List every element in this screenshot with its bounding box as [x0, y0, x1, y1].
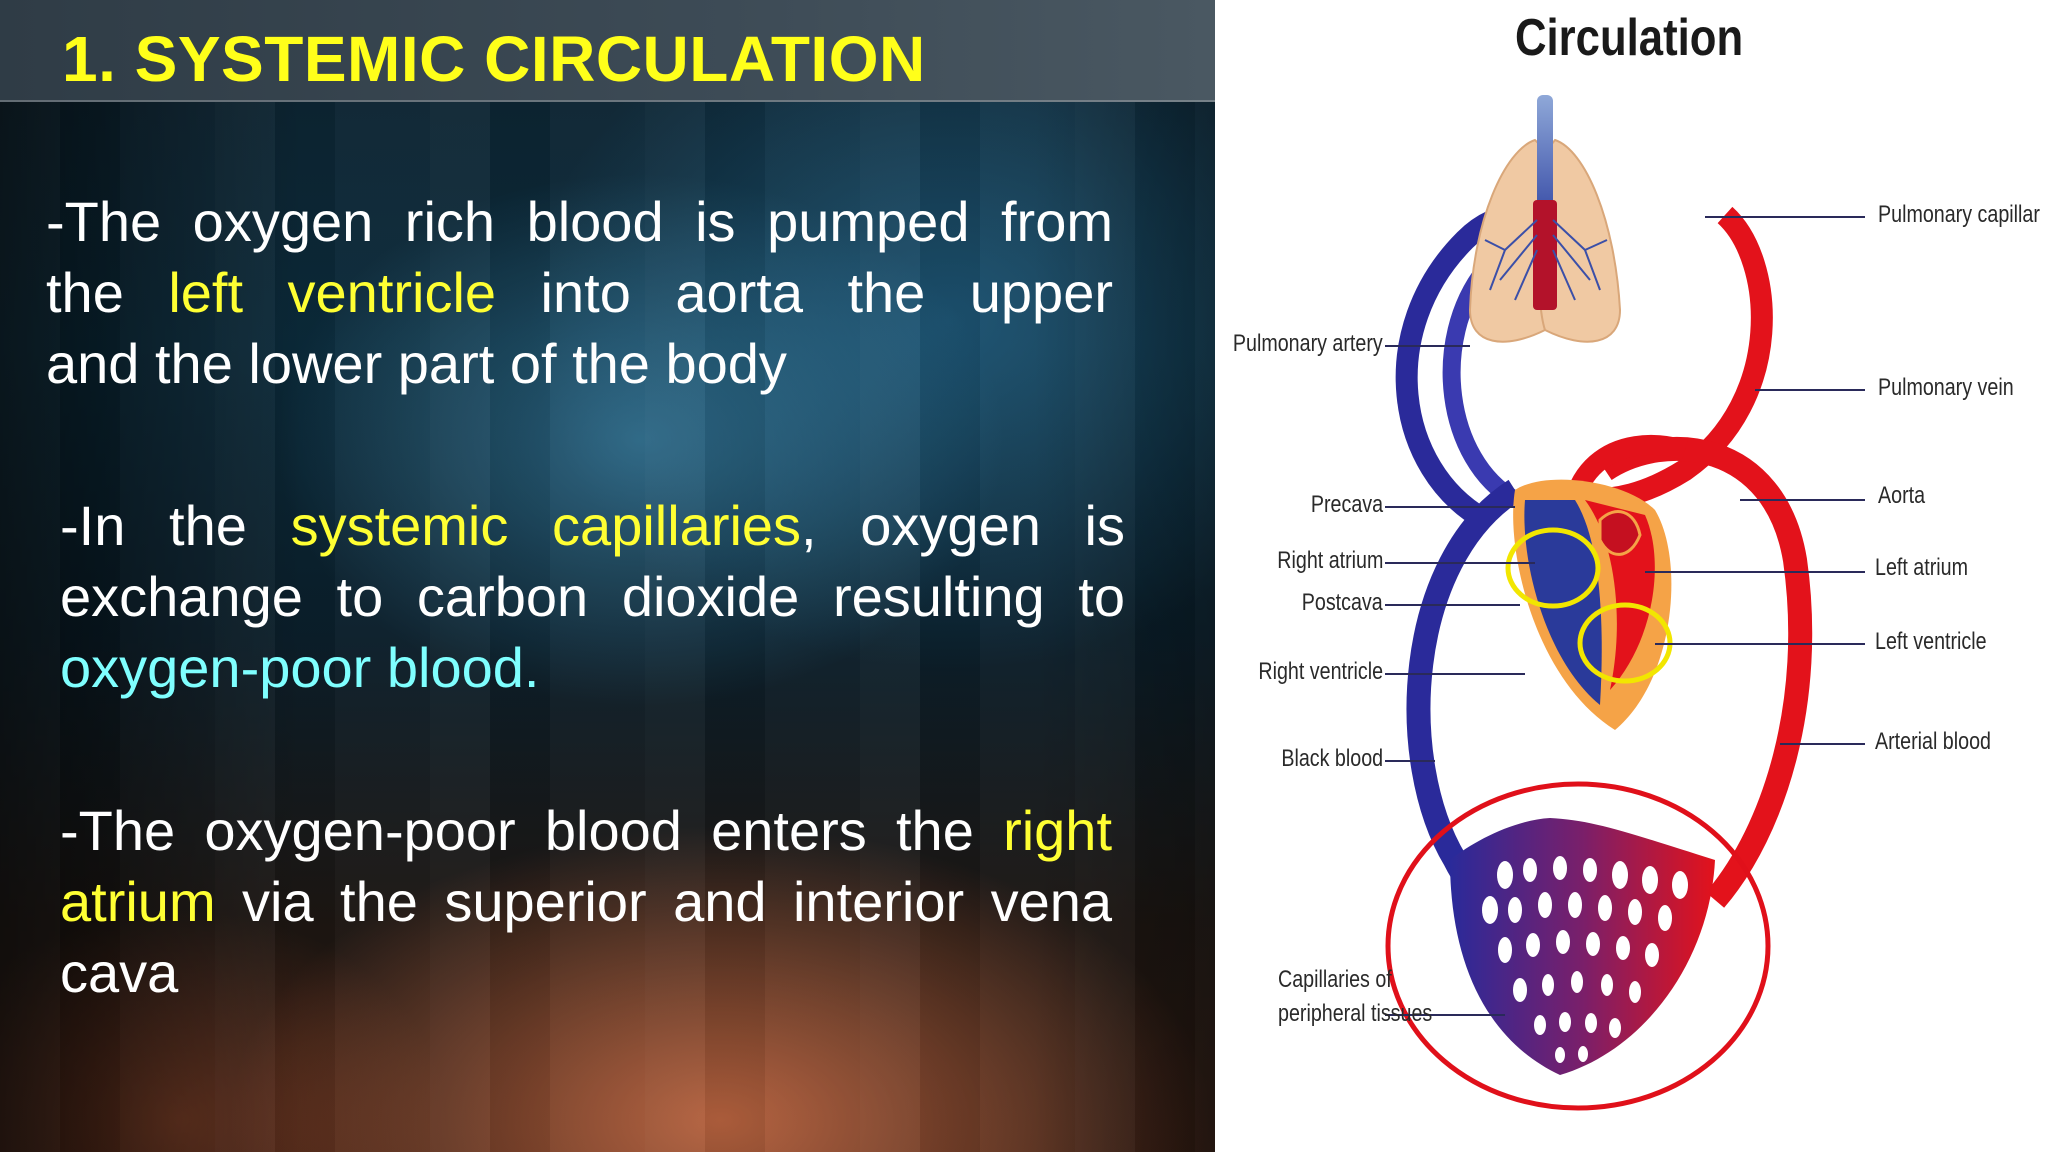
p2-line2: exchange to carbon dioxide resulting to: [60, 565, 1125, 628]
highlight-left-ventricle: left ventricle: [168, 261, 497, 324]
diagram-title: Circulation: [1515, 9, 1744, 67]
title-bar: 1. SYSTEMIC CIRCULATION: [0, 0, 1215, 102]
capillary-bed: [1450, 818, 1715, 1075]
p1-line2-text-a: the: [46, 261, 169, 324]
capillary-pores: [1482, 856, 1688, 1063]
background-vignette: [0, 0, 1215, 1152]
circulation-diagram: Circulation Pulmonary artery Precava Rig…: [1215, 0, 2048, 1152]
p2-line1-text-b: , oxygen is: [801, 494, 1125, 557]
label-left-ventricle: Left ventricle: [1875, 628, 1987, 655]
highlight-right: right: [1003, 799, 1112, 862]
label-pulmonary-vein: Pulmonary vein: [1878, 374, 2014, 401]
label-aorta: Aorta: [1878, 482, 1926, 509]
paragraph-systemic-capillaries: -In the systemic capillaries, oxygen is …: [60, 490, 1125, 703]
p3-line2: atrium via the superior and interior ven…: [60, 866, 1112, 937]
trachea: [1537, 95, 1553, 215]
paragraph-oxygen-rich: -The oxygen rich blood is pumped from th…: [46, 186, 1113, 399]
label-black-blood: Black blood: [1281, 745, 1383, 772]
label-pulmonary-capillary: Pulmonary capillar: [1878, 201, 2040, 228]
highlight-systemic-capillaries: systemic capillaries: [290, 494, 802, 557]
label-right-ventricle: Right ventricle: [1258, 658, 1383, 685]
paragraph-oxygen-poor: -The oxygen-poor blood enters the right …: [60, 795, 1112, 1008]
label-precava: Precava: [1310, 491, 1383, 518]
p1-line2-text-b: into aorta the upper: [496, 261, 1113, 324]
p2-line1-text-a: -In the: [60, 494, 291, 557]
highlight-atrium: atrium: [60, 870, 216, 933]
p3-line2-text-b: via the superior and interior vena: [215, 870, 1112, 933]
label-pulmonary-artery: Pulmonary artery: [1233, 330, 1383, 357]
bronchi: [1484, 219, 1608, 301]
p1-line1: -The oxygen rich blood is pumped from: [46, 190, 1113, 253]
label-arterial-blood: Arterial blood: [1875, 728, 1991, 755]
label-capillaries-line1: Capillaries of: [1278, 966, 1392, 993]
p1-line2: the left ventricle into aorta the upper: [46, 257, 1113, 328]
heart-left-atrium: [1598, 510, 1642, 556]
pulmonary-artery-vessel-inner: [1442, 264, 1520, 508]
label-capillaries-line2: peripheral tissues: [1278, 1000, 1433, 1027]
label-leader-lines: [1385, 216, 1865, 1016]
label-postcava: Postcava: [1302, 589, 1383, 616]
p2-line1: -In the systemic capillaries, oxygen is: [60, 490, 1125, 561]
annotation-circle-capillaries: [1385, 781, 1771, 1111]
trachea-red: [1533, 200, 1557, 310]
p3-line1: -The oxygen-poor blood enters the right: [60, 795, 1112, 866]
slide-title: 1. SYSTEMIC CIRCULATION: [62, 23, 926, 95]
heart-left-side: [1585, 500, 1655, 690]
label-right-atrium: Right atrium: [1276, 547, 1383, 574]
label-left-atrium: Left atrium: [1875, 554, 1968, 581]
p1-line3: and the lower part of the body: [46, 332, 787, 395]
p3-line1-text-a: -The oxygen-poor blood enters the: [60, 799, 1004, 862]
slide-panel: 1. SYSTEMIC CIRCULATION -The oxygen rich…: [0, 0, 1215, 1152]
highlight-oxygen-poor-blood: oxygen-poor blood.: [60, 636, 540, 699]
circulation-illustration: [1385, 95, 1865, 1111]
annotation-circle-right-atrium: [1505, 527, 1601, 609]
p3-line3: cava: [60, 941, 179, 1004]
